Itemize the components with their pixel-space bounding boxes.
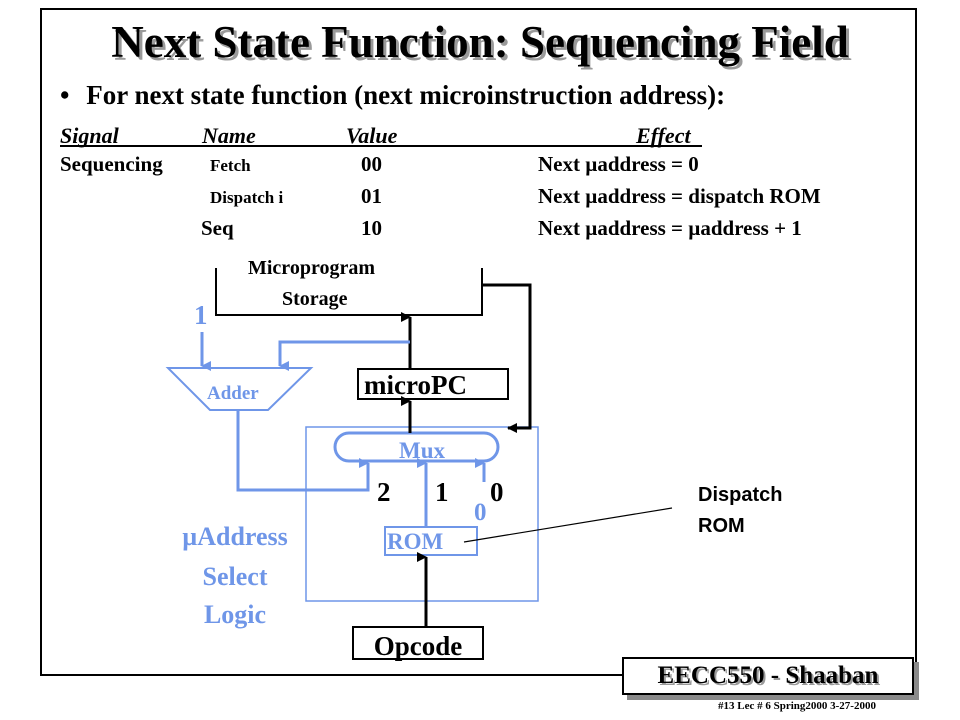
header-value: Value xyxy=(346,123,398,148)
rom-box xyxy=(384,526,478,556)
mux-input-2: 2 xyxy=(377,477,391,507)
bullet-line: • For next state function (next microins… xyxy=(60,80,725,111)
dispatch-rom-line1: Dispatch xyxy=(698,484,783,506)
course-badge: EECC550 - Shaaban xyxy=(622,657,914,695)
row-value: 10 xyxy=(361,216,382,240)
rom-label: ROM xyxy=(387,529,444,554)
slide-frame xyxy=(40,8,917,676)
mux-label: Mux xyxy=(399,438,445,463)
header-name: Name xyxy=(202,123,256,148)
storage-box xyxy=(215,268,483,316)
footer-note: #13 Lec # 6 Spring2000 3-27-2000 xyxy=(718,700,876,712)
mux-input-1: 1 xyxy=(435,477,449,507)
bullet-marker: • xyxy=(60,80,70,110)
row-name: Fetch xyxy=(210,156,251,175)
row-effect: Next µaddress = 0 xyxy=(538,152,699,176)
opcode-label: Opcode xyxy=(373,631,463,661)
slide-title: Next State Function: Sequencing Field xyxy=(111,17,849,67)
course-badge-text: EECC550 - Shaaban xyxy=(657,662,879,689)
storage-label-line2: Storage xyxy=(282,288,348,310)
row-name: Dispatch i xyxy=(210,188,284,207)
header-underline xyxy=(60,145,702,147)
micropc-box xyxy=(357,368,509,400)
mux-shape xyxy=(333,431,500,463)
micropc-to-adder-arrow xyxy=(278,340,410,371)
opcode-box xyxy=(352,626,484,660)
adder-label: Adder xyxy=(207,383,259,404)
mux-input-0: 0 xyxy=(490,477,504,507)
dispatch-rom-line2: ROM xyxy=(698,515,745,537)
row-effect: Next µaddress = dispatch ROM xyxy=(538,184,821,208)
row-effect: Next µaddress = µaddress + 1 xyxy=(538,216,802,240)
storage-label-line1: Microprogram xyxy=(248,257,376,279)
adder-to-mux-arrow xyxy=(236,410,370,492)
rom-zero-label: 0 xyxy=(474,499,487,526)
row-name: Seq xyxy=(201,216,234,240)
storage-to-mux-arrow xyxy=(482,283,532,433)
row-value: 00 xyxy=(361,152,382,176)
dispatch-pointer-line xyxy=(463,507,673,543)
constant-one: 1 xyxy=(194,300,208,330)
select-logic-line1: µAddress xyxy=(182,522,288,551)
select-logic-region xyxy=(305,426,539,602)
select-logic-line2: Select xyxy=(202,562,268,591)
adder-shape xyxy=(165,367,314,411)
header-effect: Effect xyxy=(636,123,691,148)
signal-name: Sequencing xyxy=(60,152,163,176)
header-signal: Signal xyxy=(60,123,119,148)
micropc-label: microPC xyxy=(364,370,467,400)
row-value: 01 xyxy=(361,184,382,208)
bullet-text: For next state function (next microinstr… xyxy=(86,80,726,110)
select-logic-line3: Logic xyxy=(203,600,267,629)
